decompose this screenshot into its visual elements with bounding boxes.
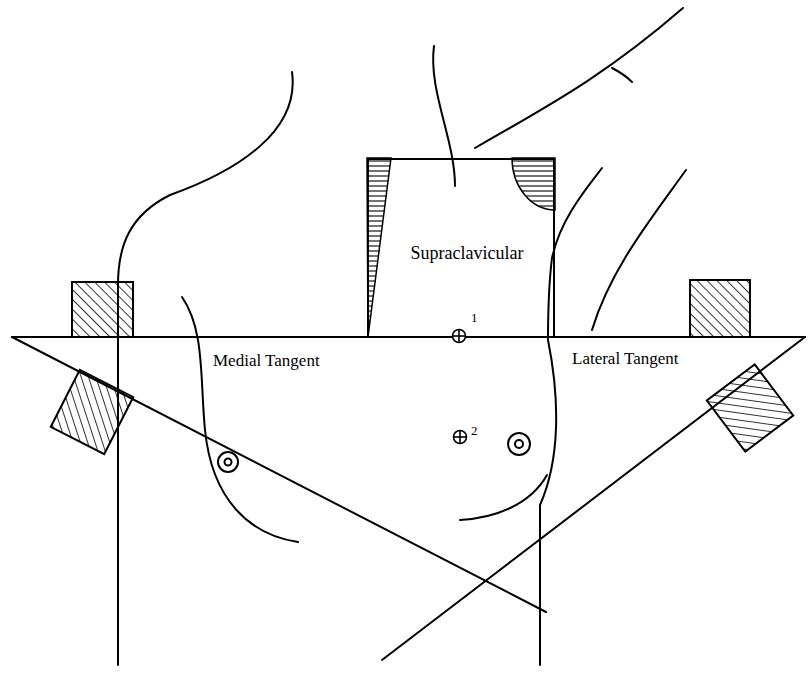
- callout-number: 1: [471, 311, 478, 325]
- nipple: [515, 440, 523, 448]
- body-outline: [548, 168, 602, 340]
- field-box: Supraclavicular: [367, 158, 555, 337]
- nipple: [225, 459, 232, 466]
- body-outline: [540, 340, 556, 665]
- block-wedge: [367, 158, 391, 337]
- block-quarter: [512, 158, 555, 210]
- chin-outline: [475, 8, 683, 148]
- medial-tangent-line: [12, 337, 546, 612]
- reference-point: [454, 431, 467, 444]
- breast-outline: [460, 475, 547, 520]
- reference-point: [459, 431, 461, 444]
- field-label: Lateral Tangent: [572, 350, 679, 369]
- chin-outline: [612, 68, 632, 82]
- field-label: Medial Tangent: [213, 352, 320, 371]
- field-label: Supraclavicular: [411, 244, 524, 264]
- nipple: [218, 452, 238, 472]
- callout-number: 2: [471, 424, 478, 438]
- arm-outline: [592, 170, 686, 330]
- breast-outline: [182, 297, 298, 542]
- lateral-tangent-line: [382, 337, 805, 660]
- neck-outline: [433, 46, 455, 186]
- reference-point: [453, 330, 466, 343]
- reference-point: [458, 330, 460, 343]
- shielding-block: [72, 282, 133, 337]
- shielding-block: [690, 280, 750, 337]
- shielding-block: [51, 370, 134, 454]
- shielding-block: [707, 364, 793, 451]
- nipple: [508, 433, 530, 455]
